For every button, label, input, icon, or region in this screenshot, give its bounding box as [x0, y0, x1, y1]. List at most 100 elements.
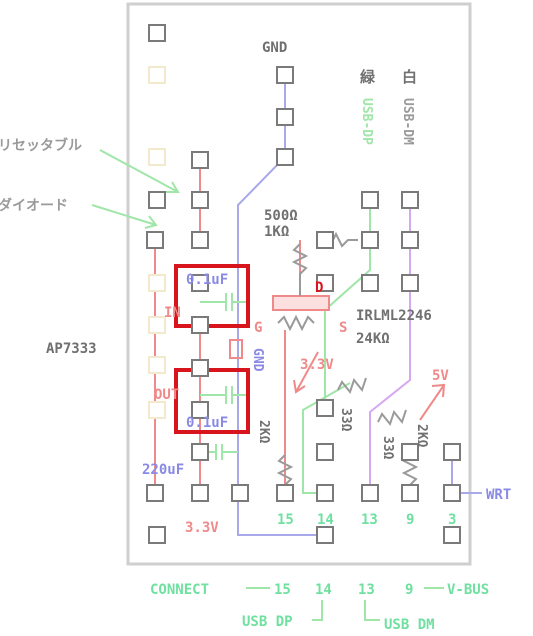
pad [191, 359, 209, 377]
pad [148, 148, 166, 166]
highlight-box-top-cap [174, 264, 250, 328]
legend-lines [246, 587, 444, 621]
regulator-part-label: AP7333 [46, 341, 97, 357]
legend-usb-dm-label: USB DM [384, 617, 435, 633]
pad [316, 443, 334, 461]
pad [148, 274, 166, 292]
arrow-diode [91, 204, 158, 229]
pad [148, 401, 166, 419]
pin-15-label: 15 [277, 512, 294, 528]
pad [148, 526, 166, 544]
pad [401, 484, 419, 502]
legend-vbus-label: V-BUS [447, 582, 489, 598]
legend-pin-15: 15 [274, 582, 291, 598]
cap-bottom-label: 0.1uF [186, 415, 228, 431]
capacitor-symbol-bottom [200, 386, 248, 404]
gnd-trace [237, 75, 325, 536]
pad [191, 151, 209, 169]
pad [191, 443, 209, 461]
pad [361, 274, 379, 292]
pad [146, 484, 164, 502]
arrow-resettable [99, 149, 180, 193]
pad [148, 356, 166, 374]
pad-group [146, 24, 461, 544]
pad [276, 108, 294, 126]
resistor-24k-ohm [337, 377, 367, 395]
pad [276, 484, 294, 502]
diode-label: ダイオード [0, 197, 68, 214]
pin-13-label: 13 [361, 512, 378, 528]
gnd-vertical-label: GND [250, 348, 265, 372]
pad [191, 484, 209, 502]
cap-top-label: 0.1uF [186, 272, 228, 288]
green-wire-label: 緑 [360, 68, 376, 86]
mosfet-drain-label: D [315, 280, 323, 296]
resettable-fuse-label: リセッタブル [0, 137, 82, 154]
pad [443, 526, 461, 544]
pad [191, 274, 209, 292]
legend-pin-13: 13 [358, 582, 375, 598]
pad [316, 399, 334, 417]
resistor-1k-label: 1KΩ [264, 224, 289, 240]
usb-dp-vertical-label: USB-DP [359, 98, 374, 145]
pad [401, 231, 419, 249]
pad [146, 231, 164, 249]
usb-dm-vertical-label: USB-DM [400, 98, 415, 145]
pad [361, 191, 379, 209]
gnd-top-label: GND [262, 40, 287, 56]
resistor-gate [277, 314, 315, 332]
resistor-2k-ohm-left [276, 454, 294, 486]
pad [276, 148, 294, 166]
usb-dp-lower-trace [302, 382, 351, 494]
pad [316, 526, 334, 544]
resistor-2k-right-label: 2KΩ [414, 424, 429, 448]
pad [191, 316, 209, 334]
pad [191, 231, 209, 249]
pad [148, 66, 166, 84]
wrt-label: WRT [486, 487, 511, 503]
legend-usb-dp-label: USB DP [242, 614, 293, 630]
pin-14-label: 14 [317, 512, 334, 528]
pad [401, 191, 419, 209]
regulator-in-label: IN [164, 305, 181, 321]
pad [443, 484, 461, 502]
arrow-3v3 [293, 351, 319, 394]
pad [361, 484, 379, 502]
pad [231, 484, 249, 502]
mosfet-part-label: IRLML2246 [356, 308, 432, 324]
pad [316, 484, 334, 502]
resistor-24k-label: 24KΩ [356, 331, 390, 347]
pad [316, 274, 334, 292]
pad [361, 231, 379, 249]
legend-connect-label: CONNECT [150, 582, 209, 598]
output-3v3-label: 3.3V [185, 520, 219, 536]
capacitor-symbol-top [200, 293, 248, 311]
resistor-1k-ohm [291, 243, 309, 296]
vbus-5v-label: 5V [432, 368, 449, 384]
resistor-33-a-label: 33Ω [338, 408, 353, 432]
pad [148, 24, 166, 42]
pin-3-label: 3 [448, 512, 456, 528]
output-3v3-arrow-label: 3.3V [300, 357, 334, 373]
pad [276, 66, 294, 84]
pad [401, 443, 419, 461]
pad [191, 401, 209, 419]
mosfet-irlml2246 [272, 295, 330, 311]
pin-9-label: 9 [406, 512, 414, 528]
pad [316, 231, 334, 249]
resistor-33-ohm-a [377, 409, 407, 427]
arrow-5v [419, 383, 446, 421]
white-wire-label: 白 [402, 68, 417, 86]
mosfet-source-label: S [339, 320, 347, 336]
resistor-500-label: 500Ω [264, 208, 298, 224]
pad [148, 191, 166, 209]
legend-pin-14: 14 [315, 582, 332, 598]
regulator-out-label: OUT [154, 387, 179, 403]
pad [401, 274, 419, 292]
mosfet-gate-label: G [254, 320, 262, 336]
highlight-box-bottom-cap [174, 368, 250, 434]
legend-pin-9: 9 [405, 582, 413, 598]
pad [191, 191, 209, 209]
resistor-2k-left-label: 2KΩ [256, 420, 271, 444]
